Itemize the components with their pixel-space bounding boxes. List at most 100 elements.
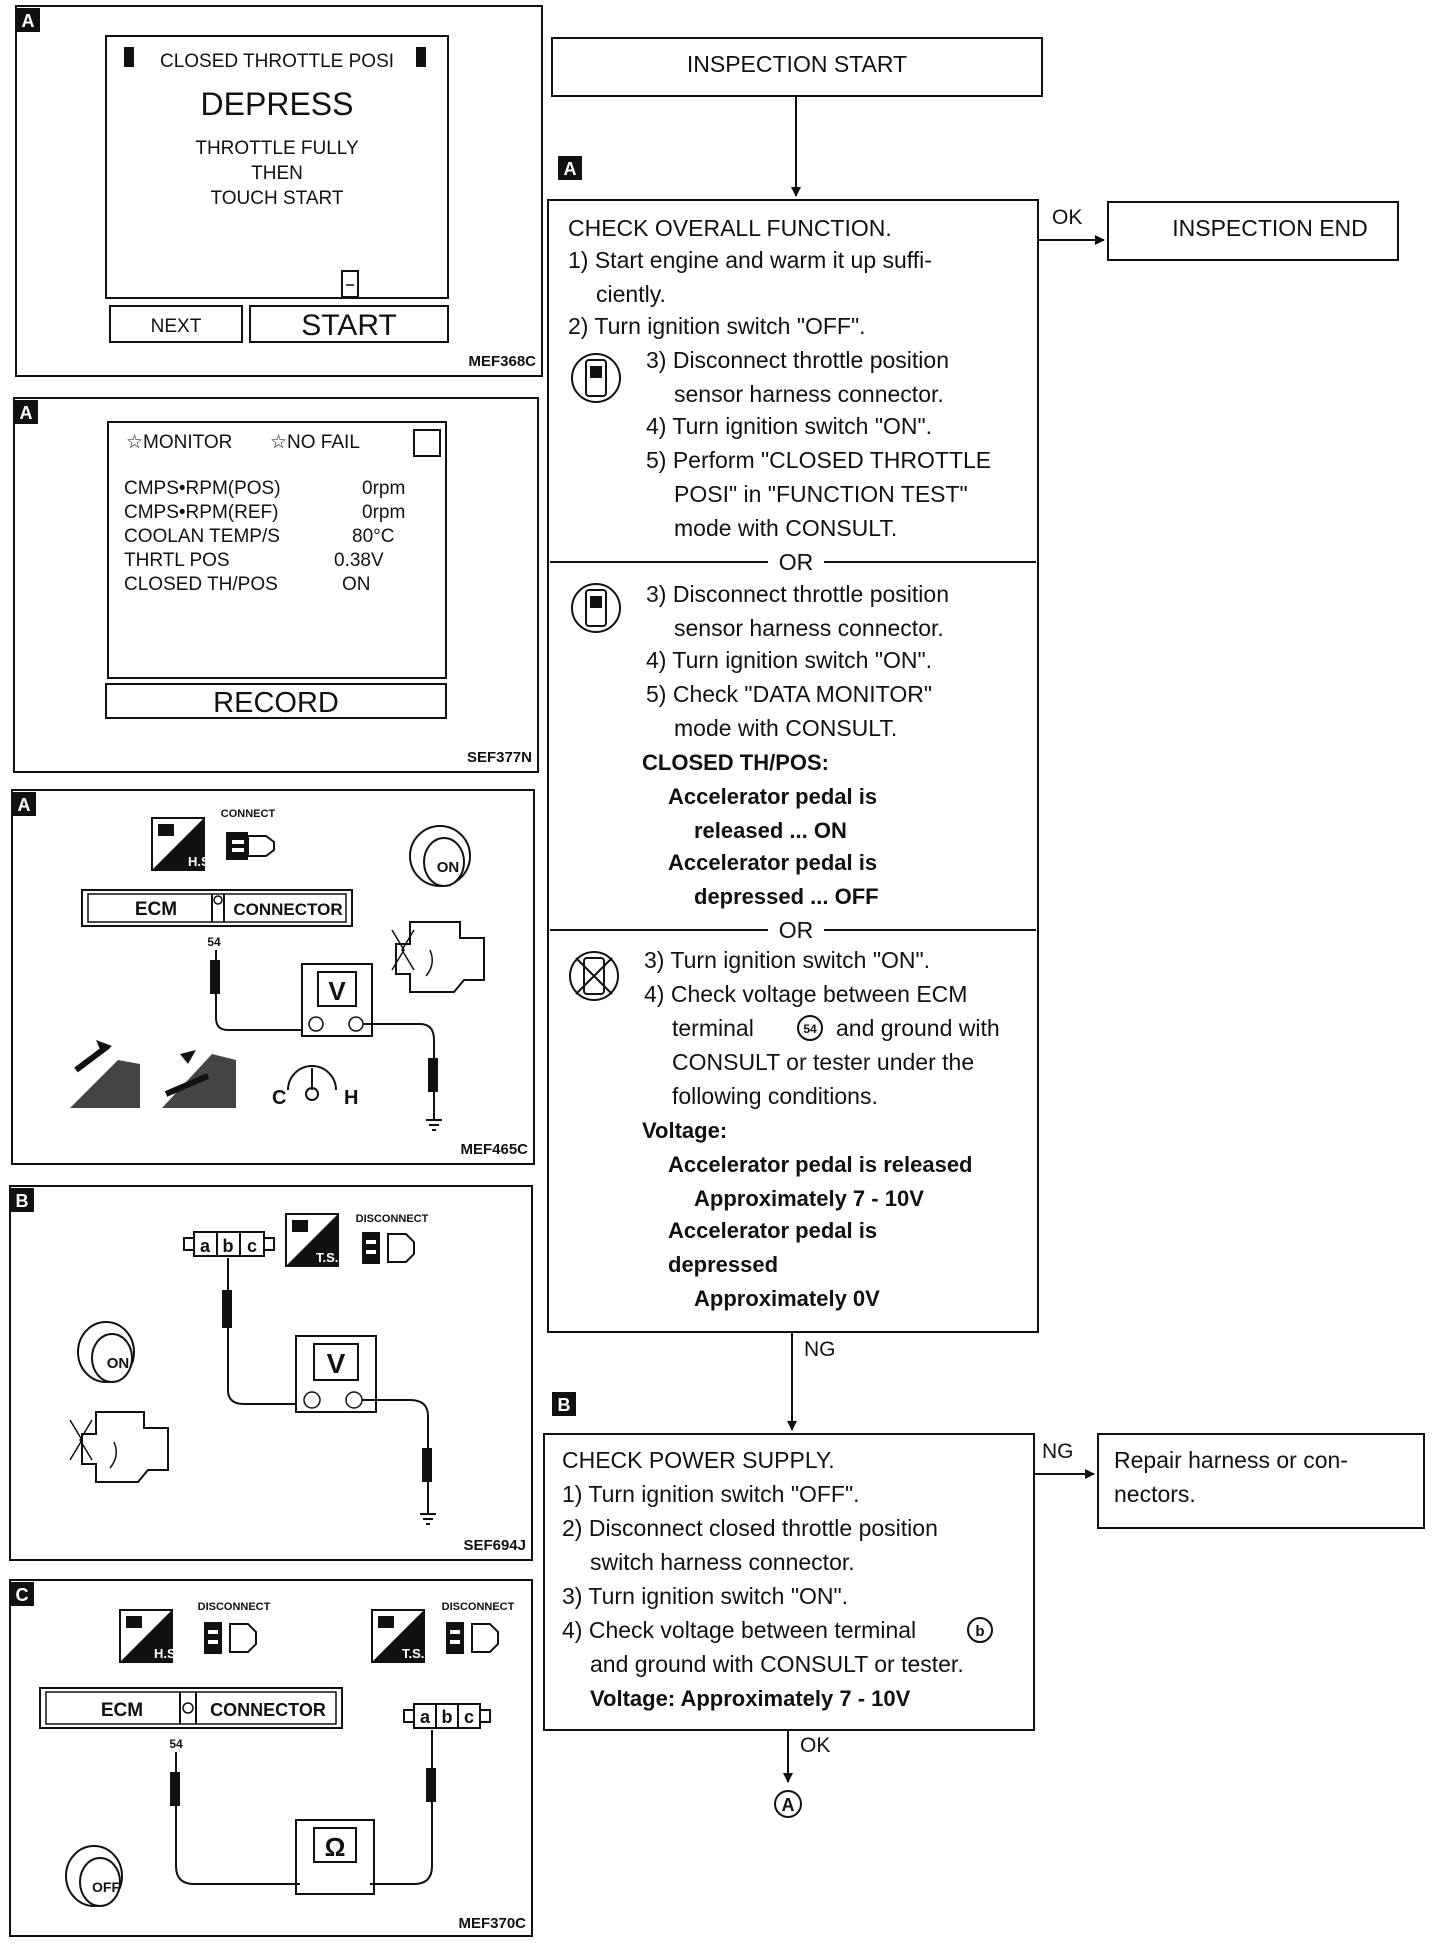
hs-harness-icon: H.S. bbox=[119, 1609, 179, 1663]
abc-connector-icon: a b c bbox=[183, 1231, 275, 1257]
svg-text:CONNECT: CONNECT bbox=[221, 808, 276, 820]
abc-connector-icon: a b c bbox=[403, 1703, 491, 1729]
svg-text:3) Disconnect throttle positio: 3) Disconnect throttle position bbox=[646, 581, 949, 607]
ok-label: OK bbox=[800, 1734, 830, 1757]
svg-text:Ω: Ω bbox=[325, 1832, 346, 1862]
finger-pointer-icon bbox=[341, 270, 359, 298]
monitor-value: ON bbox=[342, 574, 371, 595]
svg-text:DISCONNECT: DISCONNECT bbox=[442, 1601, 515, 1613]
screen-title: CLOSED THROTTLE POSI bbox=[160, 51, 394, 72]
svg-text:b: b bbox=[223, 1236, 234, 1256]
svg-text:ciently.: ciently. bbox=[596, 281, 666, 307]
next-button[interactable] bbox=[109, 305, 243, 343]
screen-line-1: THROTTLE FULLY bbox=[195, 138, 359, 159]
svg-text:mode with CONSULT.: mode with CONSULT. bbox=[674, 715, 897, 741]
figure-code: SEF377N bbox=[467, 749, 532, 766]
svg-text:CONSULT or tester under the: CONSULT or tester under the bbox=[672, 1049, 974, 1075]
panel-tag: A bbox=[22, 11, 35, 31]
svg-text:depressed: depressed bbox=[668, 1252, 778, 1277]
svg-text:4) Check voltage between termi: 4) Check voltage between terminal bbox=[562, 1617, 916, 1643]
monitor-item: CMPS•RPM(POS) bbox=[124, 478, 281, 499]
ignition-key-off-icon: OFF bbox=[65, 1845, 123, 1907]
monitor-item: CMPS•RPM(REF) bbox=[124, 502, 278, 523]
pedal-depressed-icon bbox=[162, 1050, 236, 1108]
ng-label: NG bbox=[804, 1338, 836, 1361]
panel-ecm-voltage-check: A H.S. CONNECT ECM CONNECTOR 54 bbox=[11, 789, 535, 1165]
svg-text:DISCONNECT: DISCONNECT bbox=[356, 1213, 429, 1225]
or-divider: OR bbox=[779, 549, 814, 575]
svg-text:nectors.: nectors. bbox=[1114, 1481, 1196, 1507]
inspection-end-box bbox=[1107, 201, 1399, 261]
ts-harness-icon: T.S. bbox=[285, 1213, 339, 1267]
svg-text:switch harness connector.: switch harness connector. bbox=[590, 1549, 855, 1575]
figure-code: MEF370C bbox=[458, 1915, 526, 1932]
terminal-letter: b bbox=[975, 1623, 984, 1640]
panel-ts-voltage-check: B a b c T.S. DISCONNECT bbox=[9, 1185, 533, 1561]
flowchart: INSPECTION START A CHECK OVERALL FUNCTIO… bbox=[543, 37, 1425, 1818]
svg-text:Voltage:: Voltage: bbox=[642, 1118, 727, 1143]
svg-text:H.S.: H.S. bbox=[188, 854, 213, 869]
figure-code: MEF368C bbox=[468, 353, 536, 370]
ignition-key-on-icon: ON bbox=[77, 1321, 135, 1383]
inspection-start-label: INSPECTION START bbox=[687, 51, 907, 77]
hs-harness-icon: H.S. bbox=[151, 817, 213, 871]
screen-line-2: THEN bbox=[251, 163, 303, 184]
svg-text:and ground with CONSULT or tes: and ground with CONSULT or tester. bbox=[590, 1651, 964, 1677]
svg-text:DISCONNECT: DISCONNECT bbox=[198, 1601, 271, 1613]
panel-tag: A bbox=[18, 795, 31, 815]
svg-text:depressed ... OFF: depressed ... OFF bbox=[694, 884, 879, 909]
or-divider: OR bbox=[779, 917, 814, 943]
monitor-value: 0.38V bbox=[334, 550, 384, 571]
panel-tag: B bbox=[16, 1191, 29, 1211]
pin-label: 54 bbox=[207, 935, 221, 949]
svg-text:T.S.: T.S. bbox=[316, 1250, 338, 1265]
svg-text:Approximately 7 - 10V: Approximately 7 - 10V bbox=[694, 1186, 924, 1211]
svg-text:5) Check "DATA MONITOR": 5) Check "DATA MONITOR" bbox=[646, 681, 932, 707]
svg-text:Accelerator pedal is: Accelerator pedal is bbox=[668, 1218, 877, 1243]
svg-text:3) Turn ignition switch "ON".: 3) Turn ignition switch "ON". bbox=[562, 1583, 848, 1609]
svg-text:2) Turn ignition switch "OFF".: 2) Turn ignition switch "OFF". bbox=[568, 313, 866, 339]
monitor-value: 0rpm bbox=[362, 502, 405, 523]
svg-text:Voltage: Approximately 7 - 10V: Voltage: Approximately 7 - 10V bbox=[590, 1686, 911, 1711]
svg-text:CONNECTOR: CONNECTOR bbox=[233, 900, 342, 919]
svg-text:4) Turn ignition switch "ON".: 4) Turn ignition switch "ON". bbox=[646, 413, 932, 439]
svg-text:sensor harness connector.: sensor harness connector. bbox=[674, 381, 944, 407]
screen-depress: DEPRESS bbox=[201, 86, 354, 122]
svg-text:Accelerator pedal is: Accelerator pedal is bbox=[668, 850, 877, 875]
svg-text:Repair harness or con-: Repair harness or con- bbox=[1114, 1447, 1348, 1473]
disconnect-icon: DISCONNECT bbox=[356, 1213, 429, 1264]
start-button[interactable] bbox=[249, 305, 449, 343]
start-label: START bbox=[301, 309, 397, 342]
step-tag-a: A bbox=[564, 159, 577, 179]
record-button[interactable] bbox=[105, 683, 447, 719]
ohmmeter-icon: Ω bbox=[170, 1730, 436, 1895]
monitor-header: ☆MONITOR bbox=[126, 432, 232, 453]
monitor-item: THRTL POS bbox=[124, 550, 230, 571]
repair-box bbox=[1097, 1433, 1425, 1529]
connect-icon: CONNECT bbox=[221, 808, 276, 860]
consult-icon bbox=[571, 583, 621, 633]
svg-text:a: a bbox=[200, 1236, 211, 1256]
svg-text:sensor harness connector.: sensor harness connector. bbox=[674, 615, 944, 641]
panel-tag: A bbox=[20, 403, 33, 423]
svg-text:3) Turn ignition switch "ON".: 3) Turn ignition switch "ON". bbox=[644, 947, 930, 973]
ng-label: NG bbox=[1042, 1440, 1074, 1463]
svg-text:H: H bbox=[344, 1087, 358, 1109]
figure-code: MEF465C bbox=[460, 1141, 528, 1158]
monitor-value: 0rpm bbox=[362, 478, 405, 499]
svg-text:mode with CONSULT.: mode with CONSULT. bbox=[674, 515, 897, 541]
svg-text:CONNECTOR: CONNECTOR bbox=[210, 1700, 326, 1720]
svg-text:OFF: OFF bbox=[92, 1879, 120, 1895]
monitor-item: CLOSED TH/POS bbox=[124, 574, 278, 595]
box-a-title: CHECK OVERALL FUNCTION. bbox=[568, 215, 892, 241]
next-label: NEXT bbox=[151, 316, 202, 337]
svg-text:H.S.: H.S. bbox=[154, 1646, 179, 1661]
figure-code: SEF694J bbox=[463, 1537, 526, 1554]
svg-text:CLOSED TH/POS:: CLOSED TH/POS: bbox=[642, 750, 829, 775]
panel-data-monitor-screen: A ☆MONITOR ☆NO FAIL CMPS•RPM(POS) 0rpm C… bbox=[13, 397, 539, 773]
svg-text:V: V bbox=[328, 976, 346, 1006]
svg-text:4) Check voltage between ECM: 4) Check voltage between ECM bbox=[644, 981, 967, 1007]
svg-text:5) Perform "CLOSED THROTTLE: 5) Perform "CLOSED THROTTLE bbox=[646, 447, 991, 473]
svg-text:b: b bbox=[442, 1707, 453, 1727]
